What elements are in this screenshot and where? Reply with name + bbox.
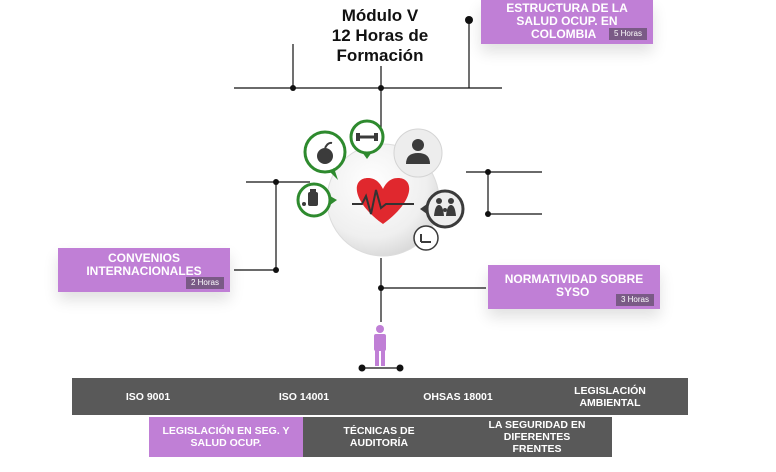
page-title: Módulo V 12 Horas de Formación: [300, 6, 460, 66]
topic-ohsas-18001: OHSAS 18001: [423, 390, 493, 403]
topic-seguridad-frentes: LA SEGURIDAD EN DIFERENTES FRENTES: [467, 417, 607, 457]
module-normatividad-box: NORMATIVIDAD SOBRE SYSO 3 Horas: [488, 265, 660, 309]
module-estructura-line-1: ESTRUCTURA DE LA: [506, 1, 628, 15]
topic-tecnicas-auditoria: TÉCNICAS DE AUDITORÍA: [319, 417, 439, 457]
worker-figure-icon: [374, 325, 386, 366]
hours-badge: 3 Horas: [615, 294, 654, 306]
topic-legislacion-ambiental-line-2: AMBIENTAL: [579, 396, 641, 409]
module-convenios-box: CONVENIOS INTERNACIONALES 2 Horas: [58, 248, 230, 292]
supplements-icon: [296, 182, 337, 218]
dumbbell-icon: [349, 119, 385, 159]
topic-legislacion-ambiental: LEGISLACIÓN AMBIENTAL: [558, 378, 662, 415]
module-convenios-line-2: INTERNACIONALES: [86, 264, 202, 278]
title-line-1: Módulo V: [341, 6, 419, 25]
topic-seguridad-line-1: LA SEGURIDAD EN: [488, 419, 586, 431]
module-convenios-line-1: CONVENIOS: [107, 251, 180, 265]
topic-iso-14001: ISO 14001: [278, 390, 330, 403]
module-estructura-box: ESTRUCTURA DE LA SALUD OCUP. EN COLOMBIA…: [481, 0, 653, 44]
topic-tecnicas-line-2: AUDITORÍA: [349, 437, 409, 449]
topic-legislacion-seg-line-2: SALUD OCUP.: [190, 437, 262, 449]
module-normatividad-line-2: SYSO: [556, 285, 590, 299]
title-line-2: 12 Horas de: [331, 26, 429, 45]
topic-tecnicas-line-1: TÉCNICAS DE: [343, 425, 415, 437]
topic-seguridad-line-2: DIFERENTES: [503, 431, 571, 443]
topics-row-2: LEGISLACIÓN EN SEG. Y SALUD OCUP. TÉCNIC…: [149, 417, 612, 457]
hours-badge: 2 Horas: [185, 277, 224, 289]
heart-rate-icon: [352, 178, 414, 224]
family-icon: [420, 189, 465, 229]
module-normatividad-line-1: NORMATIVIDAD SOBRE: [504, 272, 644, 286]
hours-badge: 5 Horas: [608, 28, 647, 40]
apple-icon: [303, 130, 347, 180]
clock-icon: [413, 225, 439, 251]
topics-row-1: ISO 9001 ISO 14001 OHSAS 18001 LEGISLACI…: [72, 378, 688, 415]
topic-legislacion-seg-line-1: LEGISLACIÓN EN SEG. Y: [162, 425, 290, 437]
topic-seguridad-line-3: FRENTES: [512, 443, 562, 455]
person-icon: [393, 128, 443, 178]
topic-iso-9001: ISO 9001: [125, 390, 171, 403]
topic-legislacion-ambiental-line-1: LEGISLACIÓN: [574, 384, 646, 397]
title-line-3: Formación: [336, 46, 424, 65]
module-estructura-line-3: COLOMBIA: [531, 27, 597, 41]
module-estructura-line-2: SALUD OCUP. EN: [516, 14, 618, 28]
connector-dots: [273, 16, 491, 372]
topic-legislacion-seg: LEGISLACIÓN EN SEG. Y SALUD OCUP.: [149, 417, 303, 457]
